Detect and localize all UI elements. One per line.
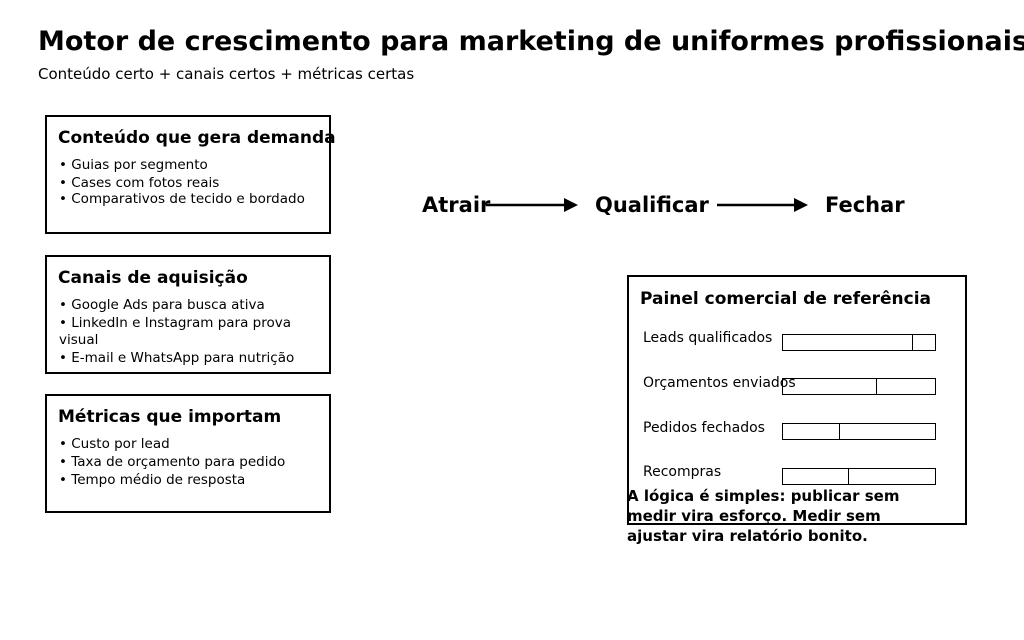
card-content-demand: Conteúdo que gera demanda • Guias por se… [45, 115, 336, 234]
flow-step-attract: Atrair [422, 193, 491, 217]
metric-label-quotes-sent: Orçamentos enviados [643, 375, 796, 391]
metric-bar-quotes-sent [782, 378, 936, 395]
card-list: • Custo por lead • Taxa de orçamento par… [59, 436, 317, 490]
card-list-item: • Taxa de orçamento para pedido [59, 454, 286, 470]
card-title: Conteúdo que gera demanda [58, 128, 336, 148]
flow-arrow-2 [717, 198, 808, 212]
card-list-item: • Google Ads para busca ativa [59, 297, 265, 313]
card-list-item: • Custo por lead [59, 436, 170, 452]
flow-arrow-1 [486, 198, 578, 212]
card-title: Canais de aquisição [58, 268, 248, 288]
metric-label-qualified-leads: Leads qualificados [643, 330, 773, 346]
card-list-item: • E-mail e WhatsApp para nutrição [59, 350, 295, 366]
flow-step-close: Fechar [825, 193, 905, 217]
metric-marker [839, 424, 841, 439]
metric-label-repurchases: Recompras [643, 464, 722, 480]
card-list-item: • Comparativos de tecido e bordado [59, 191, 305, 207]
card-list: • Guias por segmento • Cases com fotos r… [59, 157, 317, 209]
metric-marker [875, 379, 877, 394]
metric-marker [912, 335, 914, 350]
card-list-item: • LinkedIn e Instagram para prova visual [59, 315, 291, 348]
card-list: • Google Ads para busca ativa • LinkedIn… [59, 297, 317, 368]
card-list-item: • Cases com fotos reais [59, 175, 220, 191]
flow-step-qualify: Qualificar [595, 193, 709, 217]
card-key-metrics: Métricas que importam • Custo por lead •… [45, 394, 331, 513]
card-acquisition-channels: Canais de aquisição • Google Ads para bu… [45, 255, 331, 374]
page-subtitle: Conteúdo certo + canais certos + métrica… [38, 65, 415, 83]
metric-label-orders-closed: Pedidos fechados [643, 420, 765, 436]
metric-bar-repurchases [782, 468, 936, 485]
card-title: Métricas que importam [58, 407, 282, 427]
panel-title: Painel comercial de referência [640, 289, 932, 309]
metric-bar-orders-closed [782, 423, 936, 440]
summary-note: A lógica é simples: publicar sem medir v… [627, 487, 900, 545]
metric-bar-qualified-leads [782, 334, 936, 351]
metric-marker [848, 469, 850, 484]
card-list-item: • Guias por segmento [59, 157, 208, 173]
reference-sales-panel: Painel comercial de referência Leads qua… [627, 275, 967, 525]
card-list-item: • Tempo médio de resposta [59, 472, 246, 488]
page-title: Motor de crescimento para marketing de u… [38, 26, 1024, 57]
